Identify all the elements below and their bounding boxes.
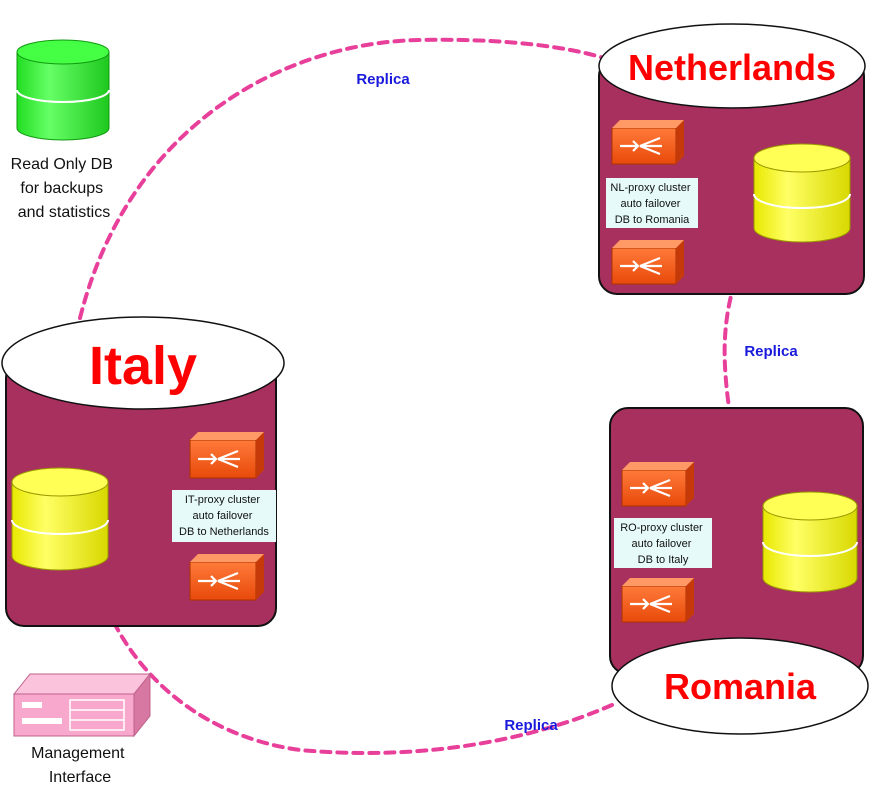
italy-proxy-label: IT-proxy cluster auto failover DB to Net… xyxy=(172,490,276,542)
netherlands-proxy-line-1: NL-proxy cluster xyxy=(610,182,690,194)
romania-proxy-line-3: DB to Italy xyxy=(638,554,689,566)
management-caption: Management Interface xyxy=(31,745,129,786)
netherlands-proxy-line-3: DB to Romania xyxy=(615,214,690,226)
netherlands-title-ellipse xyxy=(598,23,866,109)
svg-text:RO-proxy cluster auto: RO-proxy cluster auto failover DB to Ita… xyxy=(620,522,706,566)
replica-label-right: Replica xyxy=(744,343,798,360)
romania-title: Romania xyxy=(664,666,817,707)
router-icon xyxy=(189,554,264,601)
replica-label-bottom: Replica xyxy=(504,717,558,734)
svg-text:NL-proxy cluster auto: NL-proxy cluster auto failover DB to Rom… xyxy=(610,182,693,226)
italy-proxy-line-2: auto failover xyxy=(193,510,253,522)
romania-title-ellipse xyxy=(611,637,869,735)
replica-link-italy-netherlands xyxy=(78,37,617,320)
italy-proxy-line-1: IT-proxy cluster xyxy=(185,494,261,506)
readonly-db-caption: Read Only DB for backups and statistics xyxy=(11,156,118,221)
readonly-db-line-3: and statistics xyxy=(18,204,110,221)
netherlands-proxy-line-2: auto failover xyxy=(621,198,681,210)
italy-title: Italy xyxy=(89,336,197,396)
romania-proxy-line-2: auto failover xyxy=(632,538,692,550)
router-icon xyxy=(189,432,264,479)
readonly-db-line-2: for backups xyxy=(20,180,103,197)
management-interface: Management Interface xyxy=(12,672,152,786)
svg-text:IT-proxy cluster auto: IT-proxy cluster auto failover DB to Net… xyxy=(179,494,269,538)
readonly-db: Read Only DB for backups and statistics xyxy=(11,39,118,221)
romania-proxy-line-1: RO-proxy cluster xyxy=(620,522,703,534)
yellow-database-icon xyxy=(753,143,851,243)
italy-proxy-line-3: DB to Netherlands xyxy=(179,526,269,538)
site-netherlands: Netherlands NL-proxy cluster auto failov… xyxy=(598,23,866,295)
green-database-icon xyxy=(16,39,110,141)
site-italy: Italy IT-proxy cluster auto failover DB … xyxy=(1,316,285,627)
readonly-db-line-1: Read Only DB xyxy=(11,156,113,173)
router-icon xyxy=(611,120,684,165)
management-line-1: Management xyxy=(31,745,125,762)
yellow-database-icon xyxy=(762,491,858,593)
router-icon xyxy=(611,240,684,285)
netherlands-title: Netherlands xyxy=(628,47,836,88)
yellow-database-icon xyxy=(11,467,109,571)
replica-link-romania-italy xyxy=(96,580,614,755)
management-line-2: Interface xyxy=(49,769,111,786)
server-appliance-icon xyxy=(12,672,152,738)
router-icon xyxy=(621,578,694,623)
replica-label-top: Replica xyxy=(356,71,410,88)
romania-proxy-label: RO-proxy cluster auto failover DB to Ita… xyxy=(614,518,712,568)
netherlands-proxy-label: NL-proxy cluster auto failover DB to Rom… xyxy=(606,178,698,228)
site-romania: Romania RO-proxy cluster auto failover D… xyxy=(609,407,869,735)
router-icon xyxy=(621,462,694,507)
italy-title-ellipse xyxy=(1,316,285,410)
